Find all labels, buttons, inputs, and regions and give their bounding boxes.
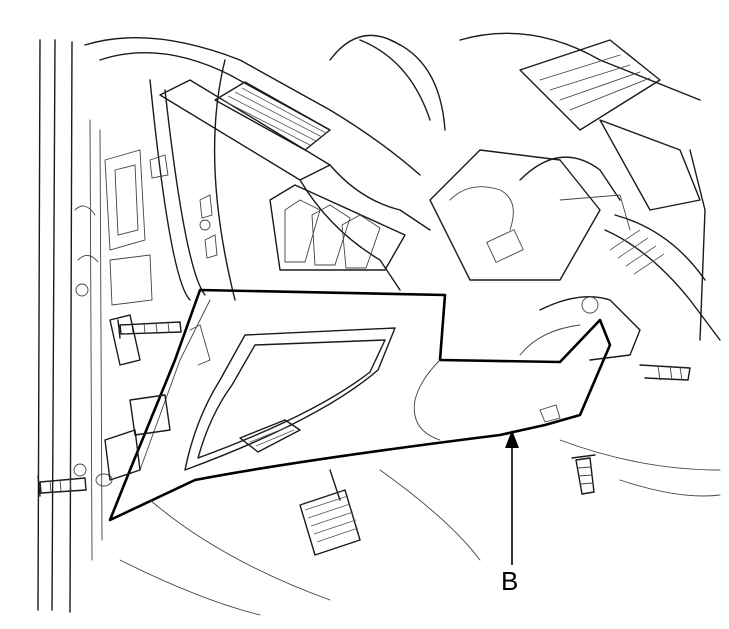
screw-left-lower — [37, 473, 113, 497]
left-brackets — [104, 149, 218, 481]
screw-left-upper — [117, 319, 182, 339]
dashboard-body — [84, 37, 431, 301]
lower-panel-b — [108, 288, 612, 522]
steering-column — [329, 32, 721, 381]
callout-b: B — [501, 430, 519, 596]
door-pillar — [37, 39, 103, 613]
callout-b-label: B — [501, 566, 518, 596]
side-vent — [269, 184, 406, 271]
pedal — [119, 439, 721, 616]
screw-lower-right — [539, 404, 596, 495]
callout-b-arrowhead — [505, 430, 519, 448]
